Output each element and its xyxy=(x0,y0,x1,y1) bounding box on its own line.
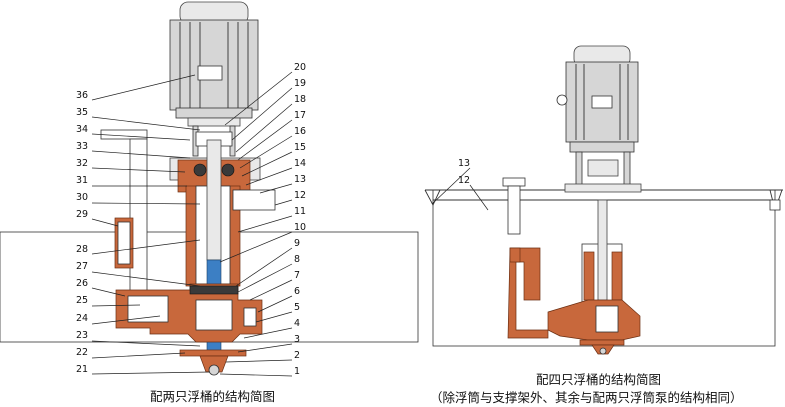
part-number-1: 1 xyxy=(294,366,300,377)
part-number-28: 28 xyxy=(76,244,88,255)
motor-right xyxy=(556,45,639,153)
part-number-17: 17 xyxy=(294,110,306,121)
part-number-23: 23 xyxy=(76,330,88,341)
part-number-3: 3 xyxy=(294,334,300,345)
part-number-10: 10 xyxy=(294,222,306,233)
motor-nameplate xyxy=(197,65,223,81)
part-number-25: 25 xyxy=(76,295,88,306)
part-number-30: 30 xyxy=(76,192,88,203)
part-number-21: 21 xyxy=(76,364,88,375)
part-number-6: 6 xyxy=(294,286,300,297)
part-number-13: 13 xyxy=(294,174,306,185)
part-number-36: 36 xyxy=(76,90,88,101)
part-number-33: 33 xyxy=(76,141,88,152)
motor-left xyxy=(169,1,259,119)
part-number-18: 18 xyxy=(294,94,306,105)
part-number-19: 19 xyxy=(294,78,306,89)
part-number-2: 2 xyxy=(294,350,300,361)
part-number-7: 7 xyxy=(294,270,300,281)
part-number-8: 8 xyxy=(294,254,300,265)
part-number-26: 26 xyxy=(76,278,88,289)
right-caption-line1: 配四只浮桶的结构简图 xyxy=(536,372,661,387)
part-number-32: 32 xyxy=(76,158,88,169)
left-caption: 配两只浮桶的结构简图 xyxy=(150,389,275,404)
right-part-number-12: 12 xyxy=(458,175,470,186)
part-number-11: 11 xyxy=(294,206,306,217)
left-pump-figure: 36 35 34 33 32 31 30 29 28 27 26 25 24 2… xyxy=(0,1,419,404)
part-number-4: 4 xyxy=(294,318,300,329)
part-number-9: 9 xyxy=(294,238,300,249)
part-number-12: 12 xyxy=(294,190,306,201)
right-caption-line2: （除浮筒与支撑架外、其余与配两只浮筒泵的结构相同） xyxy=(430,390,743,405)
part-number-34: 34 xyxy=(76,124,88,135)
part-number-5: 5 xyxy=(294,302,300,313)
part-number-15: 15 xyxy=(294,142,306,153)
part-number-14: 14 xyxy=(294,158,306,169)
part-number-27: 27 xyxy=(76,261,88,272)
part-number-24: 24 xyxy=(76,313,88,324)
part-number-22: 22 xyxy=(76,347,88,358)
part-number-20: 20 xyxy=(294,62,306,73)
part-number-29: 29 xyxy=(76,209,88,220)
part-number-35: 35 xyxy=(76,107,88,118)
part-number-16: 16 xyxy=(294,126,306,137)
right-part-number-13: 13 xyxy=(458,158,470,169)
right-pump-figure: 13 12 配四只浮桶的结构简图 （除浮筒与支撑架外、其余与配两只浮筒泵的结构相… xyxy=(424,45,783,405)
motor-nameplate-right xyxy=(591,95,613,109)
part-number-31: 31 xyxy=(76,175,88,186)
